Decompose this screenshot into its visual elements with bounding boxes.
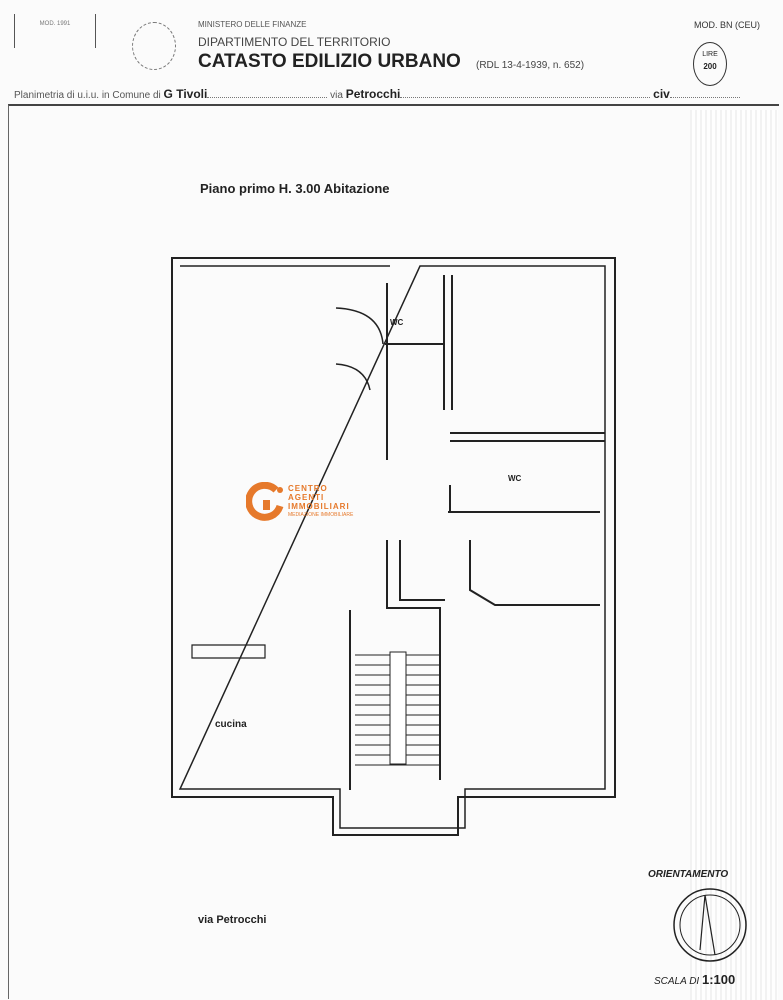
price-stamp: LIRE 200 — [693, 42, 727, 86]
scale-text: SCALA DI — [654, 976, 700, 987]
logo-tagline: MEDIAZIONE IMMOBILIARE — [288, 512, 354, 518]
decree-label: (RDL 13-4-1939, n. 652) — [476, 60, 585, 71]
stamp-box: MOD. 1991 — [14, 14, 96, 48]
room-label-wc: WC — [508, 474, 522, 483]
logo-line-1: CENTRO — [288, 484, 328, 493]
price-label: LIRE — [702, 51, 718, 58]
plan-title: Piano primo H. 3.00 Abitazione — [200, 181, 390, 196]
logo-mark — [246, 482, 284, 521]
orientation-label: ORIENTAMENTO — [648, 869, 729, 880]
civ-label: civ — [653, 87, 670, 101]
room-label-kitchen: cucina — [215, 719, 247, 730]
logo-line-2: AGENTI — [288, 493, 325, 502]
plan-location-line: Planimetria di u.i.u. in Comune di G Tiv… — [14, 87, 740, 101]
model-label: MOD. BN (CEU) — [694, 20, 760, 30]
department-label: DIPARTIMENTO DEL TERRITORIO — [198, 35, 391, 49]
drawing-frame — [8, 104, 779, 999]
scale-value: 1:100 — [701, 972, 736, 987]
street-label: via Petrocchi — [198, 914, 267, 926]
scan-noise — [690, 110, 778, 1000]
republic-emblem — [132, 22, 176, 70]
room-label-wc: WC — [390, 318, 404, 327]
scale-label: SCALA DI 1:100 — [654, 972, 735, 987]
ministry-label: MINISTERO DELLE FINANZE — [198, 20, 307, 29]
plan-label: Planimetria di u.i.u. in Comune di — [14, 90, 161, 101]
via-value: Petrocchi — [345, 87, 401, 101]
price-value: 200 — [703, 62, 717, 71]
document-title: CATASTO EDILIZIO URBANO — [198, 51, 461, 72]
comune-value: G Tivoli — [163, 87, 208, 101]
logo-line-3: IMMOBILIARI — [288, 502, 350, 511]
via-label: via — [330, 90, 343, 101]
